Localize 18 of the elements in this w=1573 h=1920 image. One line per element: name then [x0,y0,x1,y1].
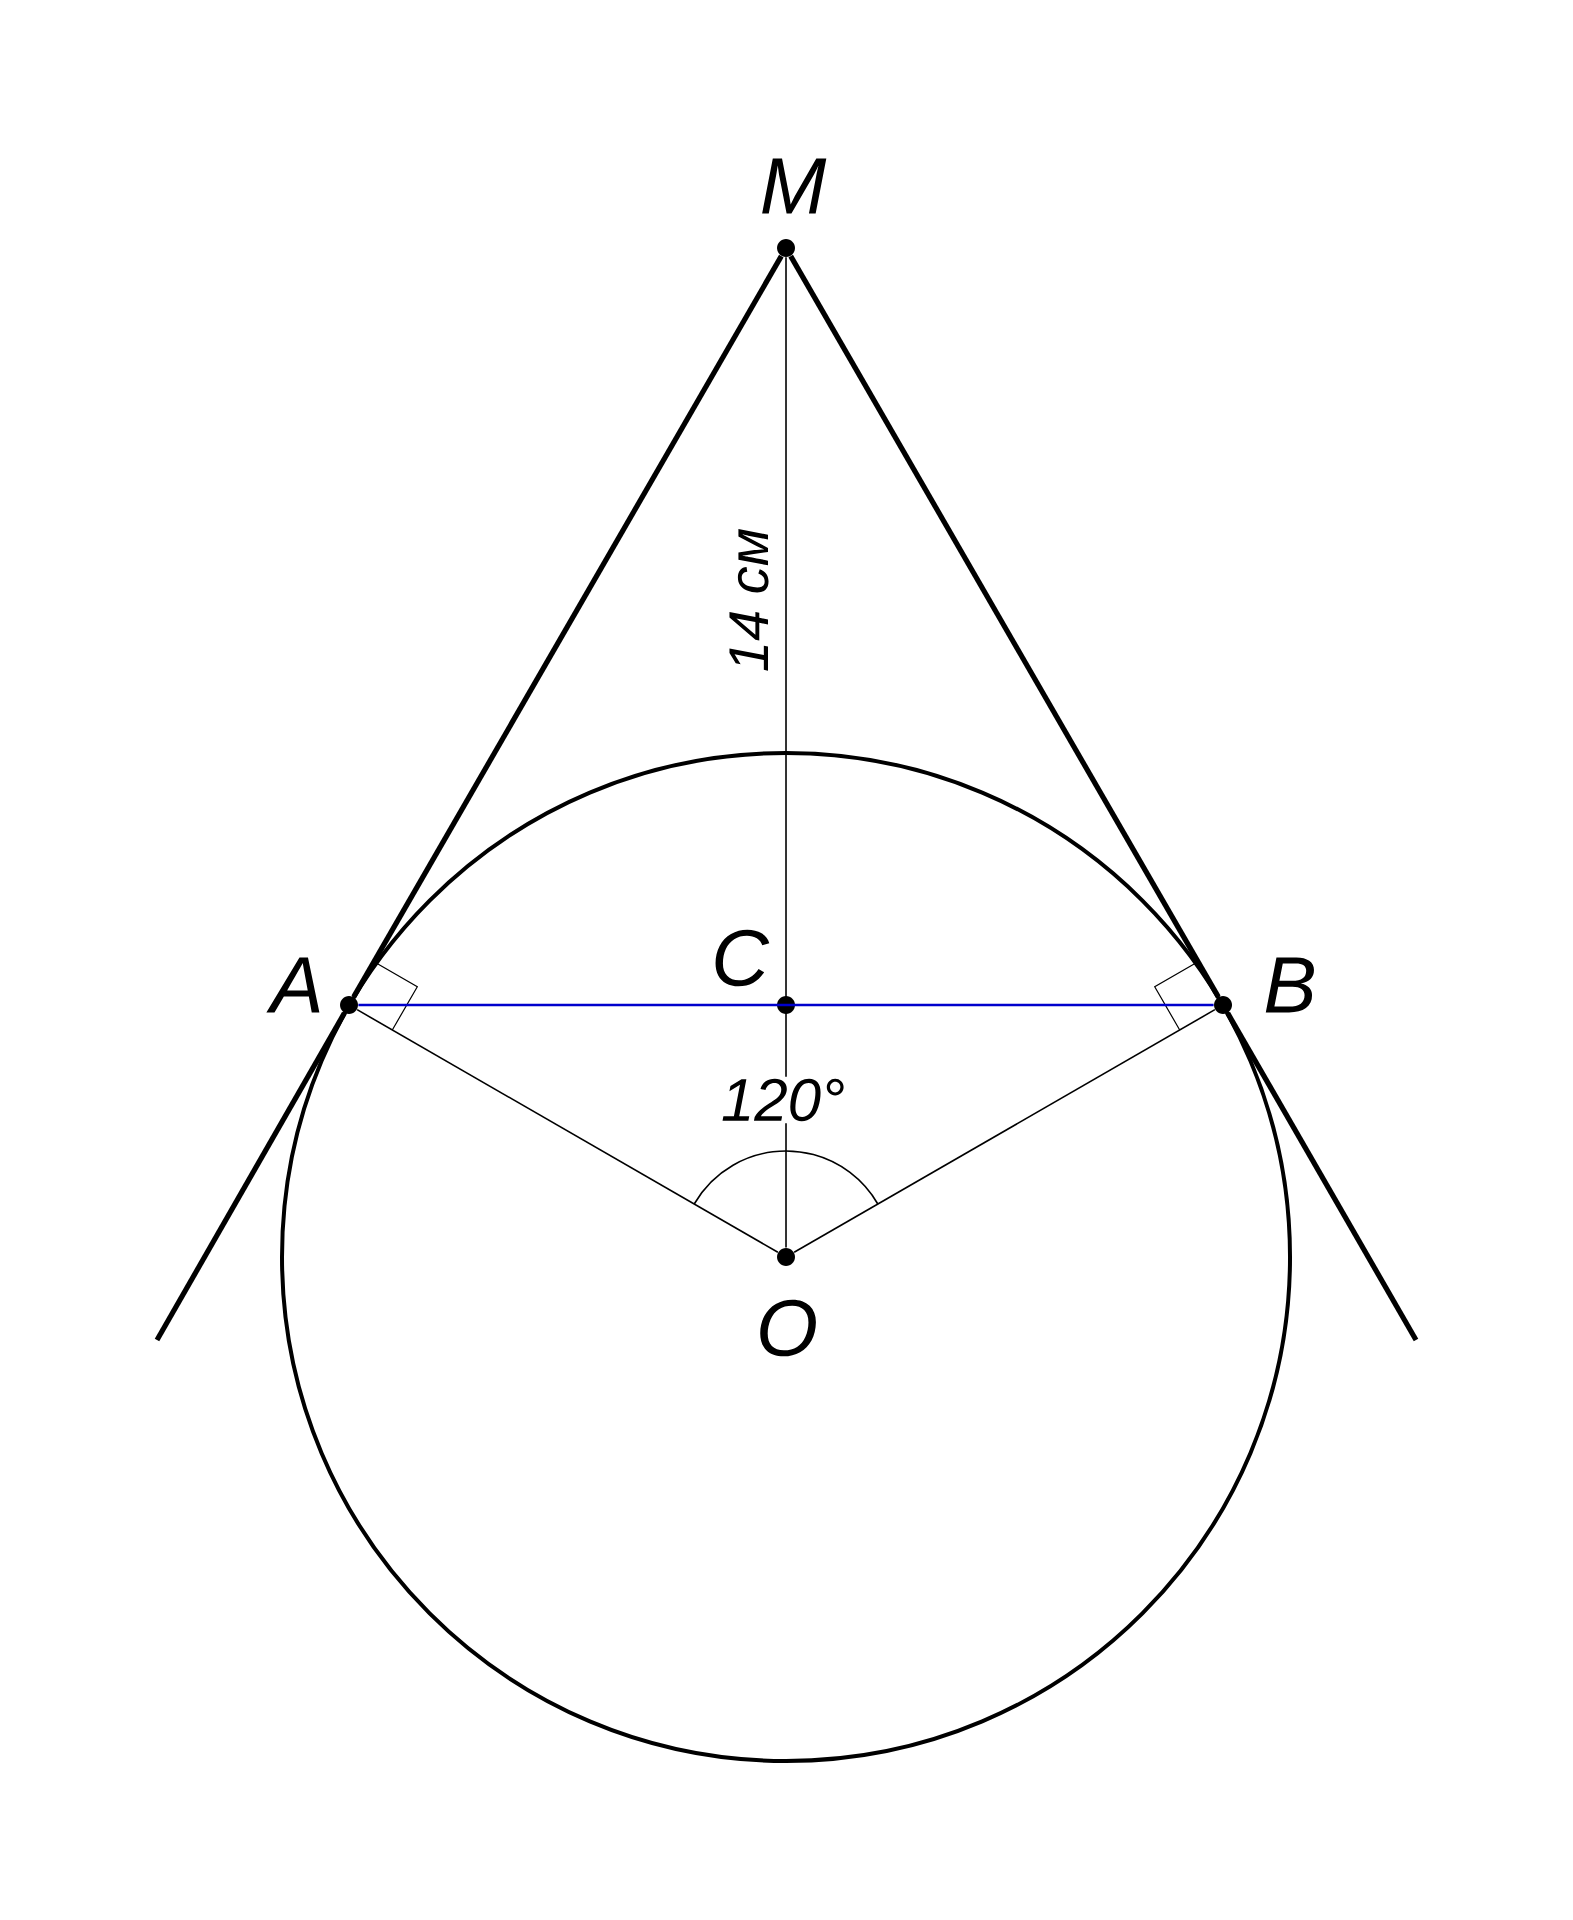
line-segment [788,254,1221,999]
line-segment [785,256,787,1249]
point: A [266,957,358,1014]
angle-label: 120° [718,1076,848,1124]
line-segment [356,1008,779,1254]
node-label: C [715,929,770,987]
node-label: O [760,1299,816,1357]
point: M [762,158,827,257]
node-label: B [1265,957,1314,1013]
node-label: A [266,957,320,1013]
line-segment [351,254,784,999]
node-label: M [762,158,827,214]
point: C [715,929,795,1014]
line-segment [358,1003,1214,1007]
line-segment [793,1008,1216,1254]
point: B [1214,957,1314,1014]
length-label: 14 см [727,525,771,675]
point: O [760,1248,816,1357]
